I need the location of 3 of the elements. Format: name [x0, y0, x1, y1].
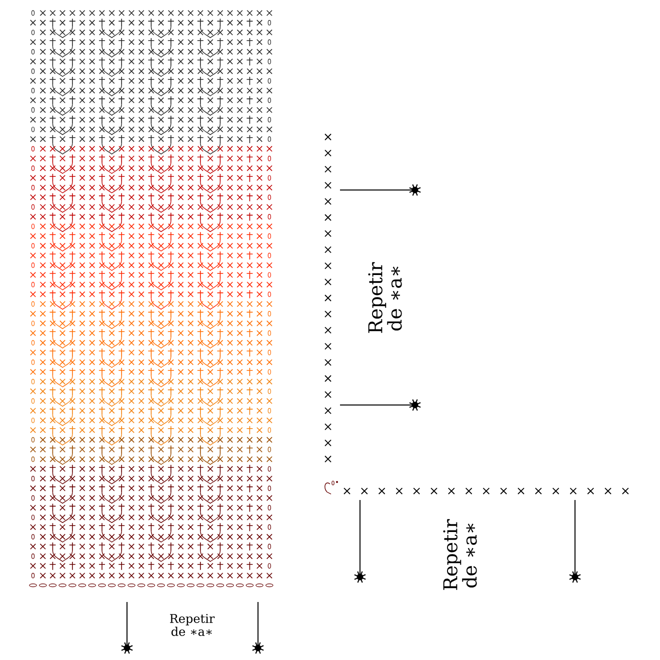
- repeat-label: Repetir de ∗a∗: [170, 614, 215, 636]
- repeat-label: Repetir de ∗a∗: [368, 262, 402, 333]
- repeat-label: Repetir de ∗a∗: [443, 519, 477, 590]
